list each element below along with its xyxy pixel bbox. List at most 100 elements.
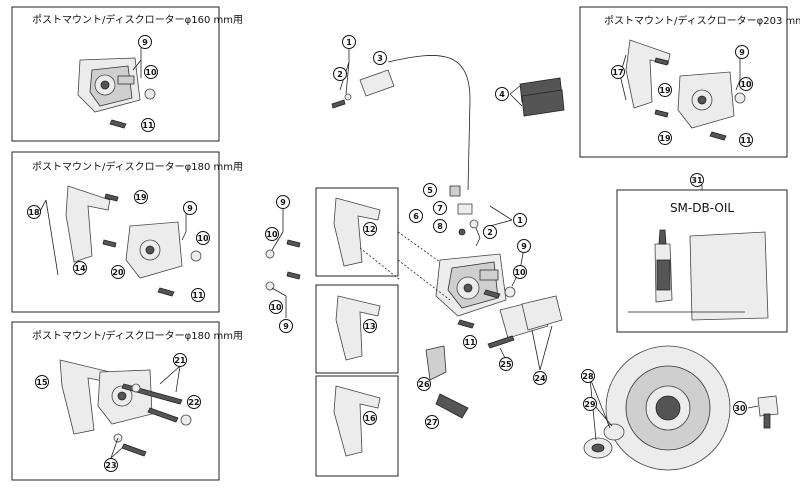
panel-title-180-b: ポストマウント/ディスクローターφ180 mm用	[32, 329, 243, 342]
callout-number: 1	[346, 38, 352, 47]
callout-circle	[433, 201, 447, 215]
callout-c11b: 11	[191, 288, 205, 302]
callout-number: 18	[28, 208, 40, 217]
callout-c1a: 1	[342, 35, 356, 49]
callout-circle	[690, 173, 704, 187]
callout-number: 29	[584, 400, 596, 409]
callout-circle	[425, 415, 439, 429]
connector-insert-icon	[359, 69, 395, 97]
callout-number: 4	[499, 90, 505, 99]
bolt-icon	[457, 319, 475, 329]
bolt-icon	[121, 443, 147, 457]
callout-number: 10	[266, 230, 278, 239]
callout-c31: 31	[690, 173, 704, 187]
callout-c9f: 9	[517, 239, 531, 253]
callout-circle	[658, 131, 672, 145]
callout-number: 14	[74, 264, 86, 273]
callout-number: 24	[534, 374, 546, 383]
callout-number: 9	[739, 48, 745, 57]
callout-number: 3	[377, 54, 383, 63]
callout-number: 9	[280, 198, 286, 207]
callout-circle	[658, 83, 672, 97]
callout-c20: 20	[111, 265, 125, 279]
callout-circle	[141, 118, 155, 132]
callout-number: 13	[364, 322, 375, 331]
pad-spacer-icon	[509, 77, 565, 117]
oil-pouch-icon	[689, 231, 769, 321]
callout-circle	[342, 35, 356, 49]
callout-circle	[611, 65, 625, 79]
callout-c13: 13	[363, 319, 377, 333]
callout-c2b: 2	[483, 225, 497, 239]
callout-number: 25	[500, 360, 512, 369]
callout-c7: 7	[433, 201, 447, 215]
callout-number: 11	[142, 121, 154, 130]
caliper-icon	[125, 221, 183, 279]
callout-circle	[111, 265, 125, 279]
adapter-bracket-icon	[625, 39, 671, 109]
panel-mount-203: ポストマウント/ディスクローターφ203 mm用	[579, 6, 800, 158]
callout-number: 19	[659, 86, 671, 95]
lockring-icon	[583, 423, 625, 459]
callout-circle	[495, 87, 509, 101]
callout-c10b: 10	[196, 231, 210, 245]
callout-circle	[583, 397, 597, 411]
callout-number: 30	[734, 404, 746, 413]
caliper-icon	[77, 57, 141, 113]
bolt-icon	[709, 131, 727, 141]
callout-number: 2	[487, 228, 493, 237]
callout-c11c: 11	[739, 133, 753, 147]
callout-circle	[191, 288, 205, 302]
callout-c14: 14	[73, 261, 87, 275]
callout-number: 31	[691, 176, 703, 185]
callout-c19b: 19	[658, 83, 672, 97]
callout-circle	[35, 375, 49, 389]
bolt-icon	[157, 287, 175, 297]
callout-number: 27	[426, 418, 437, 427]
callout-number: 8	[437, 222, 443, 231]
main-caliper-icon	[435, 253, 507, 317]
callout-circle	[276, 195, 290, 209]
bolt-icon	[654, 109, 669, 118]
callout-circle	[333, 67, 347, 81]
bolt-icon	[654, 57, 669, 66]
callout-circle	[269, 300, 283, 314]
washer-icon	[144, 88, 156, 100]
callout-c10f: 10	[513, 265, 527, 279]
callout-number: 7	[437, 204, 443, 213]
callout-c10e: 10	[269, 300, 283, 314]
callout-c16: 16	[363, 411, 377, 425]
callout-circle	[363, 411, 377, 425]
callout-number: 15	[36, 378, 48, 387]
callout-circle	[144, 65, 158, 79]
callout-number: 9	[187, 204, 193, 213]
callout-circle	[581, 369, 595, 383]
callout-c9c: 9	[735, 45, 749, 59]
callout-circle	[134, 190, 148, 204]
callout-circle	[513, 265, 527, 279]
callout-c26: 26	[417, 377, 431, 391]
callout-circle	[363, 222, 377, 236]
callout-circle	[409, 209, 423, 223]
callout-circle	[265, 227, 279, 241]
callout-c2a: 2	[333, 67, 347, 81]
bolt-icon	[102, 239, 117, 248]
callout-circle	[104, 458, 118, 472]
hose-assembly	[331, 48, 471, 191]
callout-c23: 23	[104, 458, 118, 472]
callout-number: 2	[337, 70, 343, 79]
callout-number: 10	[514, 268, 526, 277]
callout-circle	[27, 205, 41, 219]
callout-circle	[517, 239, 531, 253]
callout-c5: 5	[423, 183, 437, 197]
callout-number: 28	[582, 372, 594, 381]
washer-icon	[180, 414, 192, 426]
callout-circle	[73, 261, 87, 275]
disc-rotor-icon	[605, 345, 731, 471]
callout-number: 9	[283, 322, 289, 331]
callout-c6: 6	[409, 209, 423, 223]
callout-number: 10	[197, 234, 209, 243]
callout-c3: 3	[373, 51, 387, 65]
panel-mount-180-b: ポストマウント/ディスクローターφ180 mm用	[11, 321, 243, 481]
